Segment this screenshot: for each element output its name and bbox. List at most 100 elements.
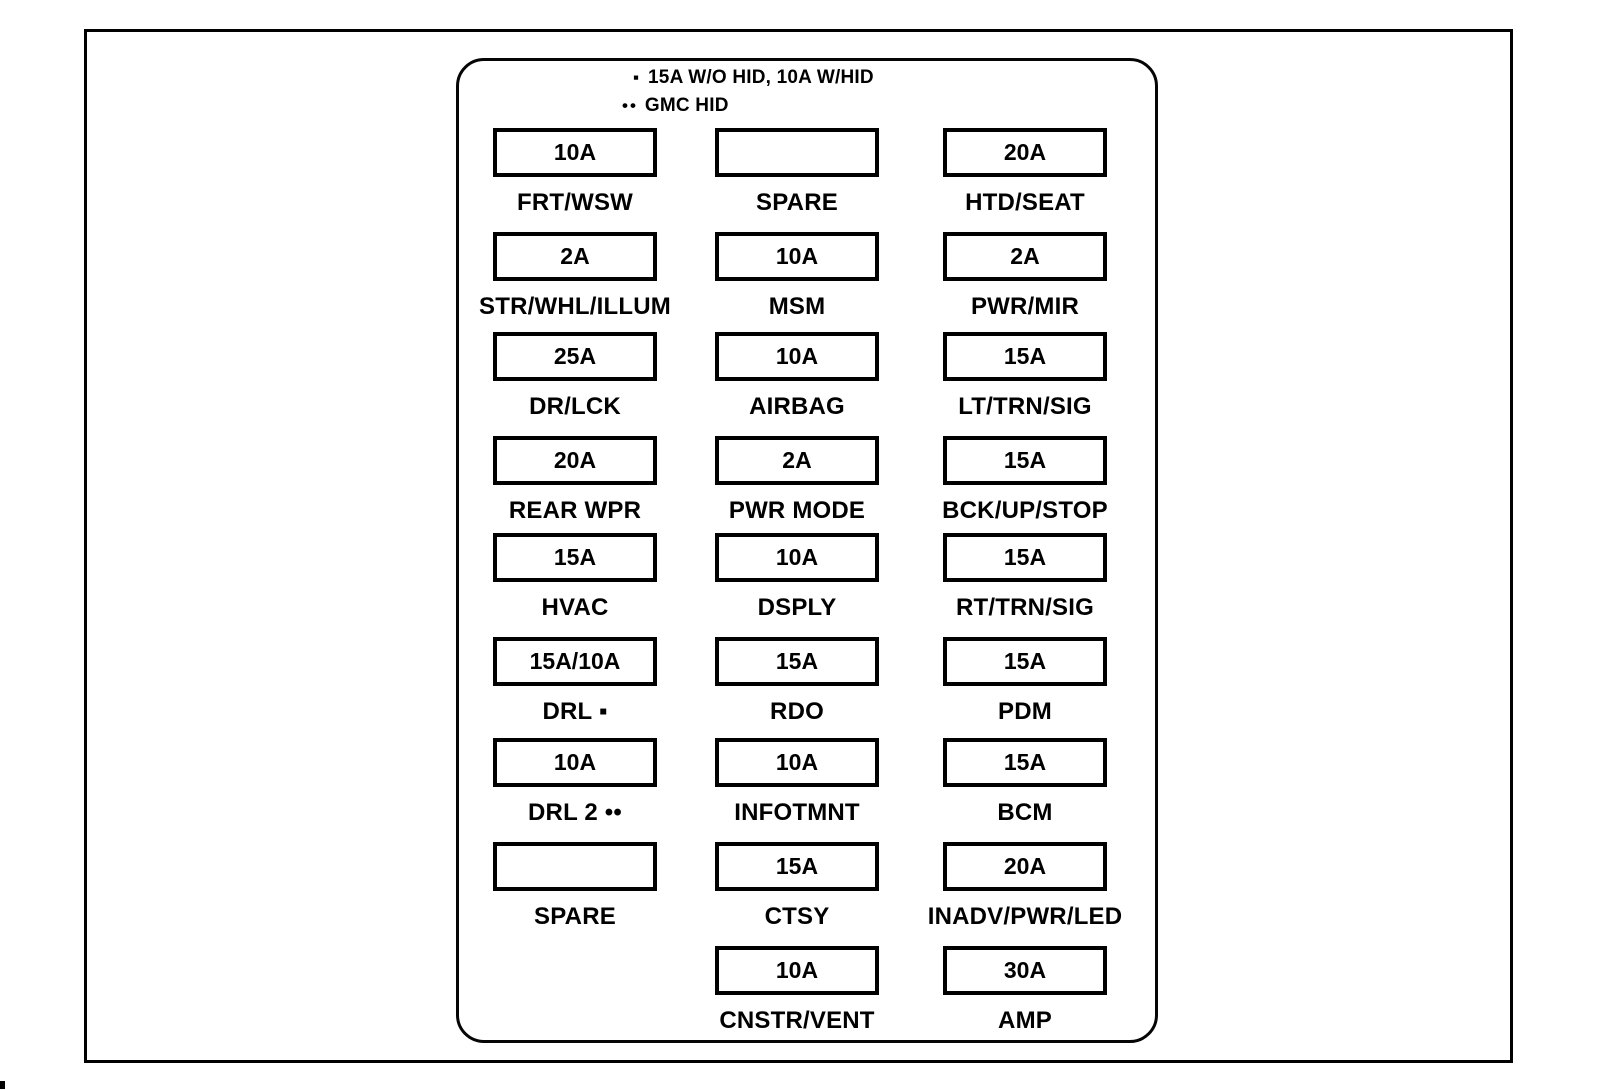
fuse-cell: 10A FRT/WSW: [493, 128, 657, 216]
fuse-cell: 15A CTSY: [715, 842, 879, 930]
fuse-label: BCK/UP/STOP: [942, 497, 1108, 524]
fuse-amp-box: 15A: [943, 637, 1107, 686]
fuse-amp-value: 25A: [553, 343, 597, 369]
fuse-amp-value: 15A: [1003, 447, 1047, 473]
fuse-label: PDM: [998, 698, 1052, 725]
fuse-label: STR/WHL/ILLUM: [479, 293, 671, 320]
fuse-cell: SPARE: [715, 128, 879, 216]
fuse-amp-value: 10A: [775, 243, 819, 269]
fuse-label: HTD/SEAT: [965, 189, 1085, 216]
fuse-cell: 20A HTD/SEAT: [943, 128, 1107, 216]
legend-text: GMC HID: [644, 95, 729, 116]
fuse-amp-box: 2A: [493, 232, 657, 281]
fuse-label: CTSY: [764, 903, 830, 930]
fuse-amp-value: 15A: [775, 853, 819, 879]
fuse-amp-value: 15A: [553, 544, 597, 570]
fuse-amp-value: 20A: [1003, 139, 1047, 165]
fuse-cell: 10A DSPLY: [715, 533, 879, 621]
fuse-amp-box: 10A: [715, 332, 879, 381]
scan-artifact: [0, 1081, 5, 1089]
fuse-amp-box: 15A: [493, 533, 657, 582]
fuse-cell: 15A PDM: [943, 637, 1107, 725]
fuse-amp-value: 15A: [1003, 343, 1047, 369]
fuse-amp-value: 15A: [1003, 544, 1047, 570]
legend-item: •• GMC HID: [622, 92, 874, 120]
fuse-label: AIRBAG: [749, 393, 845, 420]
fuse-label: INADV/PWR/LED: [927, 903, 1123, 930]
fuse-amp-value: 10A: [775, 957, 819, 983]
fuse-legend: ▪ 15A W/O HID, 10A W/HID •• GMC HID: [622, 64, 874, 120]
fuse-label: DRL 2 ••: [528, 799, 622, 826]
fuse-amp-box: 10A: [715, 533, 879, 582]
fuse-amp-box: 10A: [493, 738, 657, 787]
fuse-amp-value: 10A: [553, 139, 597, 165]
fuse-label: AMP: [998, 1007, 1052, 1034]
fuse-label: PWR MODE: [728, 497, 866, 524]
fuse-amp-box: [493, 842, 657, 891]
legend-text: 15A W/O HID, 10A W/HID: [648, 67, 874, 88]
fuse-cell: 15A BCK/UP/STOP: [942, 436, 1108, 524]
fuse-amp-value: 15A: [1003, 749, 1047, 775]
fuse-amp-box: 10A: [715, 738, 879, 787]
fuse-amp-box: 20A: [943, 842, 1107, 891]
fuse-amp-value: 30A: [1003, 957, 1047, 983]
fuse-amp-value: 2A: [560, 243, 590, 269]
fuse-label: FRT/WSW: [516, 189, 634, 216]
fuse-label: RT/TRN/SIG: [956, 594, 1094, 621]
square-bullet-icon: ▪: [633, 68, 642, 87]
fuse-amp-value: 10A: [775, 343, 819, 369]
fuse-cell: 2A PWR/MIR: [943, 232, 1107, 320]
fuse-cell: 10A AIRBAG: [715, 332, 879, 420]
fuse-amp-box: 20A: [493, 436, 657, 485]
fuse-amp-box: [715, 128, 879, 177]
fuse-amp-value: 10A: [775, 544, 819, 570]
fuse-label: INFOTMNT: [734, 799, 860, 826]
fuse-amp-value: 20A: [553, 447, 597, 473]
fuse-amp-value: 15A: [1003, 648, 1047, 674]
fuse-cell: SPARE: [493, 842, 657, 930]
fuse-cell: 15A RDO: [715, 637, 879, 725]
fuse-label: HVAC: [541, 594, 609, 621]
fuse-label: DSPLY: [757, 594, 837, 621]
fuse-label: REAR WPR: [508, 497, 642, 524]
fuse-amp-box: 10A: [715, 232, 879, 281]
fuse-label: RDO: [770, 698, 824, 725]
fuse-amp-box: 10A: [715, 946, 879, 995]
fuse-cell: 10A MSM: [715, 232, 879, 320]
fuse-amp-box: 25A: [493, 332, 657, 381]
fuse-amp-value: 10A: [553, 749, 597, 775]
fuse-label: DRL ▪: [542, 698, 608, 725]
fuse-cell: 20A INADV/PWR/LED: [928, 842, 1122, 930]
fuse-cell: 10A INFOTMNT: [715, 738, 879, 826]
fuse-amp-box: 15A: [715, 637, 879, 686]
fuse-cell: 15A LT/TRN/SIG: [943, 332, 1107, 420]
fuse-amp-box: 2A: [943, 232, 1107, 281]
fuse-cell: 15A HVAC: [493, 533, 657, 621]
fuse-label: SPARE: [756, 189, 838, 216]
fuse-amp-box: 15A: [943, 436, 1107, 485]
fuse-amp-box: 30A: [943, 946, 1107, 995]
fuse-amp-value: 2A: [1010, 243, 1040, 269]
fuse-cell: 2A STR/WHL/ILLUM: [479, 232, 671, 320]
fuse-cell: 25A DR/LCK: [493, 332, 657, 420]
fuse-cell: 10A DRL 2 ••: [493, 738, 657, 826]
fuse-amp-box: 15A: [715, 842, 879, 891]
fuse-label: SPARE: [534, 903, 616, 930]
fuse-label: LT/TRN/SIG: [958, 393, 1092, 420]
fuse-cell: 30A AMP: [943, 946, 1107, 1034]
fuse-amp-box: 15A: [943, 533, 1107, 582]
fuse-amp-value: 20A: [1003, 853, 1047, 879]
fuse-cell: 15A RT/TRN/SIG: [943, 533, 1107, 621]
fuse-amp-value: 2A: [782, 447, 812, 473]
fuse-label: DR/LCK: [529, 393, 621, 420]
fuse-amp-value: 10A: [775, 749, 819, 775]
fuse-amp-box: 10A: [493, 128, 657, 177]
fuse-amp-box: 2A: [715, 436, 879, 485]
fuse-amp-value: 15A: [775, 648, 819, 674]
fuse-label: PWR/MIR: [970, 293, 1080, 320]
fuse-label: MSM: [768, 293, 826, 320]
